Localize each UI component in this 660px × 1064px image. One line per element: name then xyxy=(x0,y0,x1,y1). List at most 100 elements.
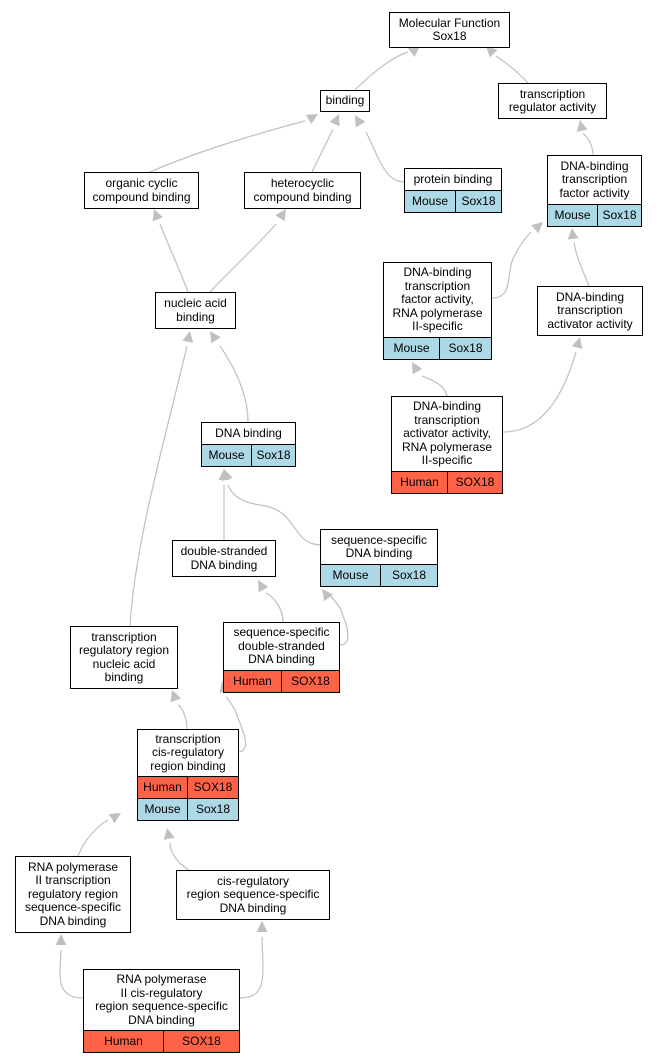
edge-rp2c-to-crss xyxy=(239,921,268,999)
edge-arrowhead xyxy=(412,362,423,375)
node-transcription-regulatory-region-nucleic-acid-binding[interactable]: transcription regulatory region nucleic … xyxy=(70,626,178,689)
edge-line xyxy=(209,223,277,293)
edge-line xyxy=(77,819,109,857)
node-label: nucleic acid binding xyxy=(164,296,227,324)
gene-cell: Sox18 xyxy=(380,565,437,586)
node-dna-binding-transcription-factor-activity[interactable]: DNA-binding transcription factor activit… xyxy=(547,155,642,227)
edge-line xyxy=(169,842,190,871)
gene-cell: Sox18 xyxy=(439,338,491,359)
node-label: DNA-binding transcription activator acti… xyxy=(547,289,633,331)
annotation-row-mouse: Mouse Sox18 xyxy=(202,444,295,466)
annotation-row-mouse: Mouse Sox18 xyxy=(321,564,437,586)
node-rnap2-cis-regulatory-region-ss-dna-binding[interactable]: RNA polymerase II cis-regulatory region … xyxy=(83,969,240,1053)
edge-arrowhead xyxy=(256,921,268,932)
edge-pb-to-bind xyxy=(355,115,406,183)
node-label: RNA polymerase II cis-regulatory region … xyxy=(95,972,228,1027)
edge-arrowhead xyxy=(486,46,498,58)
annotation-row-mouse: Mouse Sox18 xyxy=(384,337,491,359)
species-cell: Human xyxy=(233,673,272,688)
edge-line xyxy=(354,51,409,91)
node-cis-regulatory-region-ss-dna-binding[interactable]: cis-regulatory region sequence-specific … xyxy=(176,870,330,920)
edge-arrowhead xyxy=(571,337,583,350)
annotation-row-mouse: Mouse Sox18 xyxy=(548,204,641,226)
edge-line xyxy=(573,242,590,287)
edge-dbtaa2-to-dbtaa xyxy=(502,337,583,433)
edge-arrowhead xyxy=(407,46,420,57)
node-sequence-specific-dna-binding[interactable]: sequence-specific DNA binding Mouse Sox1… xyxy=(320,529,438,587)
edge-arrowhead xyxy=(55,934,67,945)
node-molecular-function[interactable]: Molecular Function Sox18 xyxy=(389,12,510,48)
node-transcription-cis-regulatory-region-binding[interactable]: transcription cis-regulatory region bind… xyxy=(137,729,239,821)
node-label: Molecular Function Sox18 xyxy=(398,15,501,43)
annotation-row-mouse: Mouse Sox18 xyxy=(138,798,238,820)
edge-line xyxy=(365,131,406,183)
edge-nab-to-het xyxy=(209,209,286,293)
edge-line xyxy=(265,592,284,623)
gene-cell: Sox18 xyxy=(455,191,501,212)
node-protein-binding[interactable]: protein binding Mouse Sox18 xyxy=(404,168,502,213)
edge-dbtf2-to-dbtf xyxy=(491,222,543,299)
edge-dbtaa-to-dbtf xyxy=(567,228,590,287)
edge-line xyxy=(219,345,249,423)
node-label: DNA-binding transcription activator acti… xyxy=(401,399,493,468)
edge-arrowhead xyxy=(531,222,543,234)
node-label: sequence-specific double-stranded DNA bi… xyxy=(233,625,330,667)
node-binding[interactable]: binding xyxy=(320,90,370,112)
edge-ssds-to-dsdb xyxy=(258,580,284,623)
species-cell: Mouse xyxy=(144,801,181,816)
node-label: organic cyclic compound binding xyxy=(92,176,191,204)
edge-line xyxy=(59,949,84,999)
node-sequence-specific-double-stranded-dna-binding[interactable]: sequence-specific double-stranded DNA bi… xyxy=(223,622,340,693)
edge-tcrb-to-trrnab xyxy=(170,690,188,730)
annotation-row-mouse: Mouse Sox18 xyxy=(405,190,501,212)
node-label: RNA polymerase II transcription regulato… xyxy=(24,859,122,928)
node-rnap2-transcription-regulatory-region-ss-dna-binding[interactable]: RNA polymerase II transcription regulato… xyxy=(15,856,131,933)
edge-line xyxy=(502,351,577,433)
node-organic-cyclic-compound-binding[interactable]: organic cyclic compound binding xyxy=(84,172,199,209)
gene-cell: SOX18 xyxy=(447,472,502,493)
edge-rp2-to-tcrb xyxy=(77,813,121,857)
gene-cell: SOX18 xyxy=(281,671,339,692)
node-transcription-regulator-activity[interactable]: transcription regulator activity xyxy=(498,83,607,119)
gene-cell: Sox18 xyxy=(597,205,641,226)
edge-line xyxy=(227,484,323,546)
edge-dbtaa2-to-dbtf2 xyxy=(412,362,448,397)
edge-arrowhead xyxy=(163,828,175,840)
edge-arrowhead xyxy=(182,331,194,343)
edge-ssdb-to-dnab xyxy=(222,469,323,546)
node-dna-binding-transcription-activator-activity[interactable]: DNA-binding transcription activator acti… xyxy=(537,286,643,336)
edge-arrowhead xyxy=(108,813,121,824)
node-heterocyclic-compound-binding[interactable]: heterocyclic compound binding xyxy=(244,172,361,209)
node-label: heterocyclic compound binding xyxy=(253,176,352,204)
annotation-row-human: Human SOX18 xyxy=(138,776,238,798)
node-double-stranded-dna-binding[interactable]: double-stranded DNA binding xyxy=(172,540,276,577)
edge-line xyxy=(239,936,264,999)
edge-line xyxy=(311,128,334,173)
edge-arrowhead xyxy=(567,228,579,240)
annotation-row-human: Human SOX18 xyxy=(392,471,502,493)
edge-line xyxy=(129,345,188,627)
node-dna-binding-activator-activity-rnap2-specific[interactable]: DNA-binding transcription activator acti… xyxy=(391,396,503,494)
species-cell: Mouse xyxy=(554,207,591,222)
edge-line xyxy=(177,704,188,730)
edge-arrowhead xyxy=(258,580,269,593)
node-dna-binding[interactable]: DNA binding Mouse Sox18 xyxy=(201,422,296,467)
node-dna-binding-tf-activity-rnap2-specific[interactable]: DNA-binding transcription factor activit… xyxy=(383,262,492,360)
edge-ssds-to-ssdb xyxy=(322,589,349,646)
node-label: cis-regulatory region sequence-specific … xyxy=(186,873,320,915)
gene-cell: SOX18 xyxy=(187,777,238,798)
node-nucleic-acid-binding[interactable]: nucleic acid binding xyxy=(155,292,236,329)
edge-arrowhead xyxy=(210,331,221,344)
edge-line xyxy=(491,231,532,299)
edge-line xyxy=(225,696,247,753)
node-label: transcription regulator activity xyxy=(508,86,597,114)
node-label: sequence-specific DNA binding xyxy=(330,532,428,560)
node-label: protein binding xyxy=(413,171,493,186)
node-label: double-stranded DNA binding xyxy=(180,544,268,572)
edge-arrowhead xyxy=(329,114,340,127)
annotation-row-human: Human SOX18 xyxy=(84,1030,239,1052)
node-label: DNA-binding transcription factor activit… xyxy=(559,158,630,200)
edge-line xyxy=(495,55,529,84)
edge-arrowhead xyxy=(322,589,333,602)
